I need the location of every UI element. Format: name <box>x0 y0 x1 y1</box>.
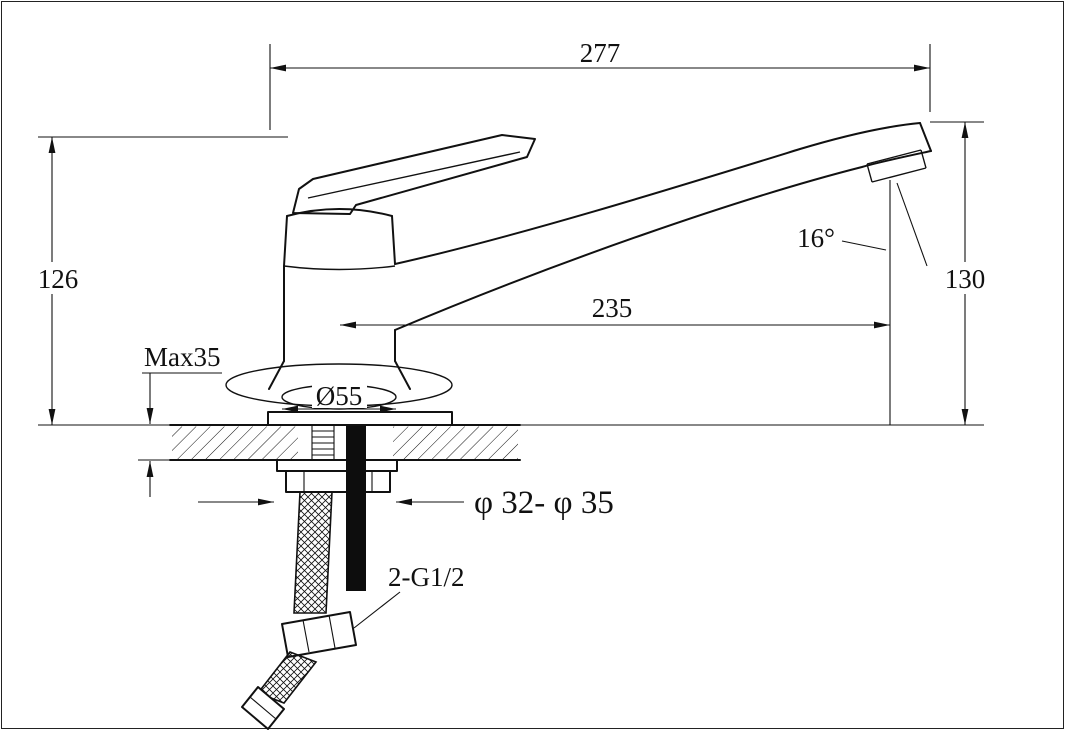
deck-hatch-right <box>393 426 518 459</box>
rigid-supply-pipe <box>346 426 366 591</box>
dim-130-label-bg <box>941 262 989 294</box>
dimension-hole-32-35: φ 32- φ 35 <box>198 485 614 521</box>
aerator <box>866 149 927 183</box>
dim-277-label: 277 <box>580 38 621 68</box>
mounting-nut <box>285 470 391 493</box>
deck-hatch-left <box>172 426 298 459</box>
spout-end-face <box>919 122 932 152</box>
dimension-235: 235 <box>340 180 891 425</box>
cartridge-joint-line <box>283 265 396 271</box>
dim-235-label: 235 <box>592 293 633 323</box>
braided-hose-lower <box>256 651 318 704</box>
dimension-angle-16: 16° <box>797 182 928 267</box>
thread-leader-line <box>353 591 401 629</box>
lever-handle-edge <box>307 151 521 199</box>
body-right-edge-upper <box>391 215 396 265</box>
hose-hex-nut-flats <box>302 614 336 653</box>
dimension-base-55: Ø55 <box>282 381 396 413</box>
body-left-edge <box>283 215 288 362</box>
dim-55-label-bg <box>312 384 367 408</box>
max35-label: Max35 <box>144 342 221 372</box>
dimension-277: 277 <box>269 38 931 130</box>
hole-dim-label: φ 32- φ 35 <box>474 485 614 521</box>
dim-55-label: Ø55 <box>316 381 363 411</box>
dim-126-label: 126 <box>38 264 79 294</box>
hose-end-fitting-line <box>249 696 277 720</box>
angle-leader-line <box>841 240 887 251</box>
mounting-washer <box>276 459 398 472</box>
spout-bottom-edge <box>394 150 932 331</box>
angle-reference-slant <box>896 182 928 267</box>
countertop-section <box>169 424 521 461</box>
body-cap <box>286 208 393 217</box>
dim-277-extension-lines <box>269 44 931 130</box>
stud-threads <box>312 430 334 456</box>
dim-126-label-bg <box>37 262 80 294</box>
dimension-130: 130 <box>930 121 989 425</box>
hose-hex-nut <box>281 611 357 658</box>
base-flare <box>268 360 411 390</box>
base-flange <box>267 411 453 426</box>
supply-lines <box>241 426 366 730</box>
angle-16-label: 16° <box>797 223 835 253</box>
dimension-max35: Max35 <box>138 342 222 497</box>
dimension-126: 126 <box>37 136 984 426</box>
mounting-nut-flats <box>303 471 373 492</box>
spout-top-edge <box>394 122 921 265</box>
braided-hose-upper <box>293 491 333 614</box>
dimension-thread-g12: 2-G1/2 <box>353 562 465 629</box>
thread-label: 2-G1/2 <box>388 562 465 592</box>
dim-130-label: 130 <box>945 264 986 294</box>
faucet <box>225 122 932 426</box>
